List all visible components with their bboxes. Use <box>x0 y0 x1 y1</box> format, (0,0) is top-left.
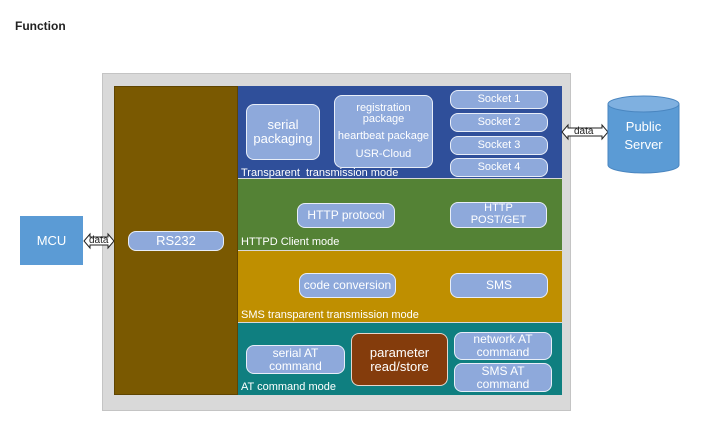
serial-at-line1: serial AT <box>272 345 319 360</box>
sms-mode-label: SMS transparent transmission mode <box>241 309 419 321</box>
network-at-line2: command <box>476 345 530 359</box>
parameter-line1: parameter <box>369 344 430 360</box>
sms-at-pill: SMS AT command <box>454 363 552 392</box>
page-title: Function <box>15 19 66 33</box>
serial-at-line2: command <box>269 358 322 373</box>
network-at-line1: network AT <box>473 332 533 347</box>
httpd-mode-label: HTTPD Client mode <box>241 236 340 248</box>
socket-2-pill: Socket 2 <box>450 113 548 132</box>
mcu-label: MCU <box>36 233 67 248</box>
serial-packaging-line1: serial <box>267 117 299 133</box>
usr-cloud-label: USR-Cloud <box>355 147 412 160</box>
registration-package-label: registration package <box>356 101 411 126</box>
database-icon <box>607 95 680 174</box>
heartbeat-package-label: heartbeat package <box>337 130 430 143</box>
at-mode-label: AT command mode <box>241 381 336 393</box>
socket-3-pill: Socket 3 <box>450 136 548 155</box>
mcu-box: MCU <box>20 216 83 265</box>
rs232-pill: RS232 <box>128 231 224 251</box>
parameter-line2: read/store <box>370 358 429 374</box>
socket-1-pill: Socket 1 <box>450 90 548 109</box>
serial-packaging-line2: packaging <box>253 131 313 146</box>
package-box: registration package heartbeat package U… <box>334 95 433 168</box>
network-at-pill: network AT command <box>454 332 552 360</box>
public-server-label: Public Server <box>607 118 680 154</box>
sms-at-line1: SMS AT <box>481 363 525 378</box>
http-post-get-pill: HTTP POST/GET <box>450 202 547 228</box>
http-protocol-pill: HTTP protocol <box>297 203 395 228</box>
code-conversion-pill: code conversion <box>299 273 396 298</box>
rs232-label: RS232 <box>156 233 196 249</box>
socket-4-label: Socket 4 <box>477 160 521 173</box>
http-post-get-line2: POST/GET <box>470 214 527 226</box>
socket-1-label: Socket 1 <box>477 92 521 105</box>
server-data-label: data <box>574 126 594 137</box>
sms-pill: SMS <box>450 273 548 298</box>
public-server-line2: Server <box>624 137 663 152</box>
socket-2-label: Socket 2 <box>477 115 521 128</box>
code-conversion-label: code conversion <box>303 278 392 293</box>
socket-3-label: Socket 3 <box>477 138 521 151</box>
http-post-get-line1: HTTP <box>484 202 513 215</box>
serial-at-pill: serial AT command <box>246 345 345 374</box>
sms-at-line2: command <box>476 376 530 391</box>
http-protocol-label: HTTP protocol <box>307 208 385 223</box>
mcu-data-label: data <box>89 235 109 246</box>
parameter-read-store-box: parameter read/store <box>351 333 448 386</box>
serial-packaging-box: serial packaging <box>246 104 320 160</box>
public-server-line1: Public <box>625 119 662 134</box>
socket-4-pill: Socket 4 <box>450 158 548 177</box>
transparent-mode-label: Transparent transmission mode <box>241 167 399 179</box>
sms-label: SMS <box>485 278 512 293</box>
